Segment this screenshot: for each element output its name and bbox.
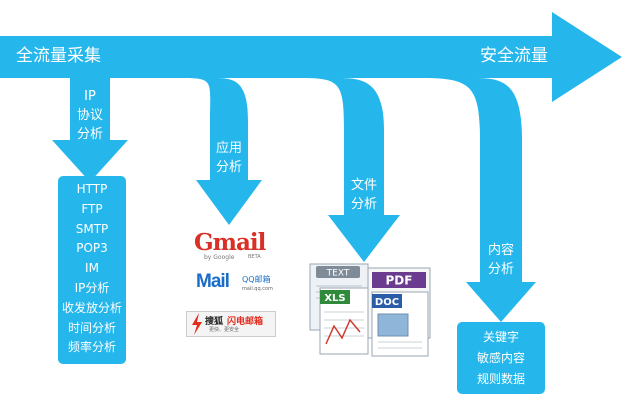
gmail-by-google: by Google — [204, 254, 235, 261]
branch-arrow-ip — [52, 78, 128, 182]
xls-file-icon: XLS — [319, 287, 369, 355]
sohu-bolt-icon — [192, 313, 202, 335]
qqmail-url: mail.qq.com — [242, 286, 273, 292]
branch-label-line: 分析 — [215, 160, 242, 175]
branch-label-line: 分析 — [350, 197, 377, 212]
branch-label-content: 内容 分析 — [481, 241, 521, 279]
branch-label-line: 分析 — [76, 127, 103, 142]
content-analysis-box: 关键字 敏感内容 规则数据 — [457, 322, 545, 394]
ip-item: 频率分析 — [67, 340, 116, 355]
branch-arrow-file — [300, 78, 400, 262]
file-icons: TEXT XLS PDF DOC — [309, 263, 431, 357]
doc-file-label: DOC — [375, 297, 399, 308]
branch-arrow-content — [420, 78, 536, 322]
qqmail-logo-text: Mail — [196, 271, 230, 292]
content-item: 敏感内容 — [476, 351, 525, 365]
ip-item: SMTP — [75, 221, 109, 236]
branch-label-line: IP — [84, 89, 96, 104]
content-item: 规则数据 — [476, 372, 525, 386]
ip-item: FTP — [81, 201, 103, 216]
pdf-file-label: PDF — [386, 274, 413, 288]
ip-item: IP分析 — [74, 280, 110, 295]
ip-item: 收发放分析 — [61, 300, 122, 315]
doc-file-icon: DOC — [371, 291, 429, 357]
gmail-logo: Gmail by Google BETA — [194, 230, 266, 264]
sohu-logo-text: 搜狐 — [205, 317, 224, 327]
branch-label-ip: IP 协议 分析 — [70, 87, 110, 144]
ip-item: HTTP — [76, 182, 108, 196]
main-flow-end-label: 安全流量 — [480, 46, 548, 66]
sohu-mail-logo: 搜狐 闪电邮箱 更快、更安全 — [186, 311, 276, 337]
branch-label-line: 分析 — [487, 262, 514, 277]
gmail-beta: BETA — [248, 254, 261, 260]
qqmail-brand: QQ邮箱 — [242, 275, 271, 284]
branch-arrow-app — [180, 77, 262, 225]
gmail-logo-text: Gmail — [194, 229, 266, 256]
ip-item: 时间分析 — [67, 320, 116, 335]
xls-file-label: XLS — [324, 293, 345, 304]
sohu-sub: 更快、更安全 — [209, 327, 240, 333]
main-flow-start-label: 全流量采集 — [16, 46, 101, 66]
branch-label-file: 文件 分析 — [344, 176, 384, 214]
branch-label-line: 内容 — [487, 243, 514, 258]
content-item: 关键字 — [482, 330, 519, 344]
main-flow-arrow — [0, 12, 622, 102]
branch-label-line: 文件 — [350, 178, 377, 193]
qqmail-logo: Mail QQ邮箱 mail.qq.com — [196, 271, 276, 299]
ip-analysis-box: HTTP FTP SMTP POP3 IM IP分析 收发放分析 时间分析 频率… — [58, 176, 126, 364]
ip-item: POP3 — [76, 241, 108, 256]
ip-item: IM — [85, 261, 99, 276]
text-file-label: TEXT — [326, 269, 350, 279]
branch-label-app: 应用 分析 — [209, 139, 249, 177]
branch-label-line: 协议 — [76, 108, 103, 123]
sohu-brand: 闪电邮箱 — [227, 317, 264, 327]
branch-label-line: 应用 — [215, 141, 242, 156]
